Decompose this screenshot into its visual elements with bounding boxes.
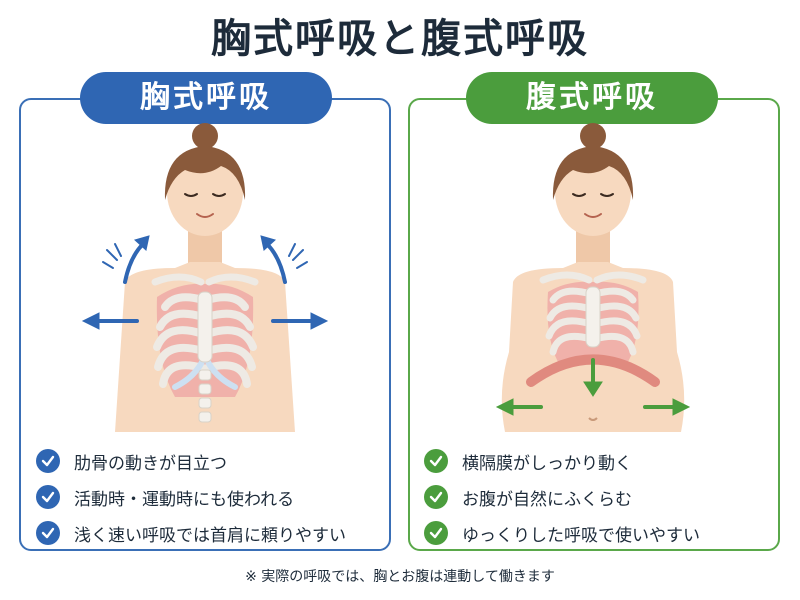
check-icon (36, 449, 60, 473)
list-item: お腹が自然にふくらむ (424, 479, 700, 515)
check-icon (36, 485, 60, 509)
clavicles (151, 273, 259, 286)
closed-eyes (572, 193, 614, 197)
hair-bun (192, 123, 218, 149)
list-item-text: ゆっくりした呼吸で使いやすい (462, 525, 700, 546)
arrow-left-icon (495, 398, 543, 416)
hair (164, 146, 246, 200)
navel (588, 417, 598, 421)
rib-cartilage (172, 357, 238, 390)
list-item: 肋骨の動きが目立つ (36, 443, 346, 479)
ribcage (153, 283, 257, 423)
arrow-left-icon (81, 312, 139, 330)
check-icon (424, 485, 448, 509)
check-icon (36, 521, 60, 545)
footnote: ※ 実際の呼吸では、胸とお腹は連動して働きます (245, 569, 555, 585)
smile (196, 213, 214, 218)
closed-eyes (184, 193, 226, 197)
abdominal-breathing-points: 横隔膜がしっかり動く お腹が自然にふくらむ ゆっくりした呼吸で使いやすい (424, 443, 700, 551)
abdominal-breathing-heading: 腹式呼吸 (466, 72, 718, 124)
arrow-right-icon (271, 312, 329, 330)
smile (584, 213, 602, 218)
arrow-up-icon (260, 235, 287, 284)
chest-breathing-heading: 胸式呼吸 (80, 72, 332, 124)
list-item-text: 活動時・運動時にも使われる (74, 489, 295, 510)
list-item: ゆっくりした呼吸で使いやすい (424, 515, 700, 551)
list-item-text: 肋骨の動きが目立つ (74, 453, 227, 474)
sternum (197, 291, 213, 363)
spine (198, 369, 212, 423)
ribcage (545, 281, 641, 362)
list-item: 活動時・運動時にも使われる (36, 479, 346, 515)
list-item: 横隔膜がしっかり動く (424, 443, 700, 479)
motion-lines (102, 243, 308, 269)
chest-breathing-illustration (81, 123, 329, 432)
sternum (585, 286, 601, 348)
arrow-up-icon (123, 235, 150, 284)
check-icon (424, 449, 448, 473)
list-item: 浅く速い呼吸では首肩に頼りやすい (36, 515, 346, 551)
list-item-text: 浅く速い呼吸では首肩に頼りやすい (74, 525, 346, 546)
hair (552, 146, 634, 200)
chest-breathing-points: 肋骨の動きが目立つ 活動時・運動時にも使われる 浅く速い呼吸では首肩に頼りやすい (36, 443, 346, 551)
list-item-text: 横隔膜がしっかり動く (462, 453, 632, 474)
check-icon (424, 521, 448, 545)
arrow-right-icon (643, 398, 691, 416)
hair-bun (580, 123, 606, 149)
arrow-down-icon (583, 358, 603, 397)
page-title: 胸式呼吸と腹式呼吸 (211, 16, 589, 62)
list-item-text: お腹が自然にふくらむ (462, 489, 632, 510)
clavicles (539, 271, 647, 284)
abdominal-breathing-illustration (495, 123, 691, 432)
